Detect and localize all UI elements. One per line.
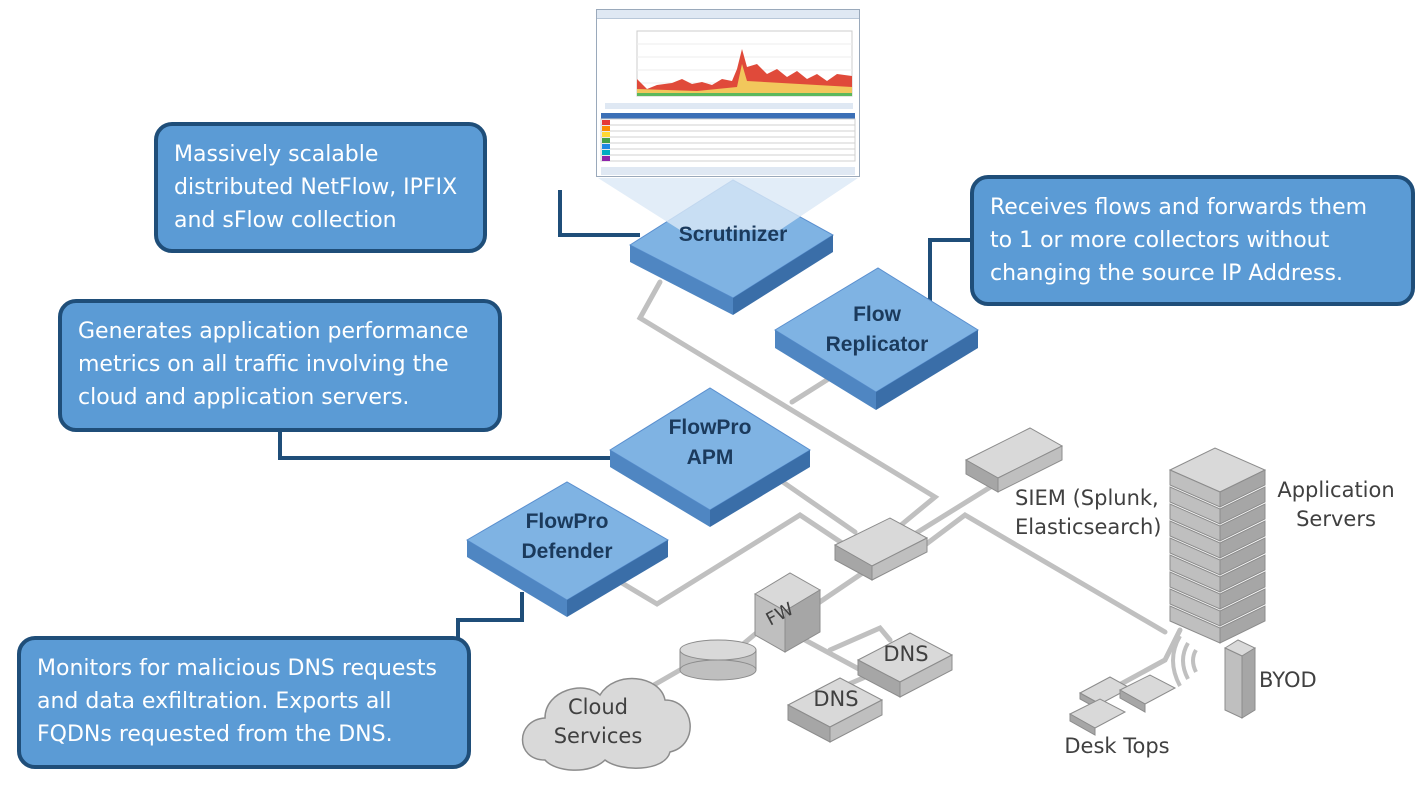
server-unit xyxy=(1219,554,1266,593)
link-apm-switch xyxy=(777,477,858,535)
link-switch-appservers xyxy=(922,512,1168,635)
cloud-services-label: Cloud Services xyxy=(553,695,643,748)
scrutinizer-connector xyxy=(558,190,640,237)
flowpro-defender-node xyxy=(466,481,669,617)
defender-callout: Monitors for malicious DNS requests and … xyxy=(17,636,471,769)
link-replicator-switch xyxy=(789,375,833,405)
link-desktops-appservers xyxy=(1107,627,1183,693)
server-unit xyxy=(1219,571,1266,610)
link-scrutinizer-switch xyxy=(636,279,940,533)
flowpro-defender-label: FlowPro Defender xyxy=(521,510,613,563)
application-servers-stack xyxy=(1168,447,1267,644)
server-unit xyxy=(1219,605,1266,644)
core-switch xyxy=(833,517,929,581)
byod-label: BYOD xyxy=(1259,668,1317,692)
defender-connector xyxy=(456,592,524,638)
flow-replicator-node xyxy=(774,267,979,410)
flowpro-apm-node xyxy=(609,387,811,527)
byod-device xyxy=(1223,639,1257,719)
wireless-icon xyxy=(1171,634,1198,687)
server-unit xyxy=(1219,588,1266,627)
scrutinizer-screenshot xyxy=(596,9,860,177)
flowpro-apm-label: FlowPro APM xyxy=(668,416,752,469)
desktop-icons xyxy=(1068,674,1177,736)
cloud-icon xyxy=(521,678,691,771)
screenshot-glow xyxy=(598,178,858,230)
apm-callout: Generates application performance metric… xyxy=(58,299,502,432)
link-defender-switch xyxy=(614,512,848,607)
screenshot-chart xyxy=(600,30,856,175)
application-servers-label: Application Servers xyxy=(1277,478,1395,531)
apm-connector xyxy=(278,430,612,460)
dns-box-2 xyxy=(786,677,884,743)
link-siem-switch xyxy=(902,475,1008,543)
server-unit xyxy=(1219,537,1266,576)
siem-label: SIEM (Splunk, Elasticsearch) xyxy=(1015,486,1162,539)
server-unit xyxy=(1219,486,1266,525)
link-fw-dns2 xyxy=(827,624,893,653)
firewall-device xyxy=(754,572,821,653)
desk-tops-label: Desk Tops xyxy=(1064,734,1170,758)
server-unit xyxy=(1219,469,1266,508)
server-unit xyxy=(1219,520,1266,559)
flow-replicator-label: Flow Replicator xyxy=(825,303,929,356)
database-icon xyxy=(679,639,757,681)
replicator-callout: Receives flows and forwards them to 1 or… xyxy=(970,175,1415,306)
screenshot-toolbar xyxy=(597,10,859,19)
dns-box-1 xyxy=(856,632,954,698)
siem-device xyxy=(964,427,1064,493)
scrutinizer-label: Scrutinizer xyxy=(678,223,788,246)
dns-label-1: DNS xyxy=(883,642,929,666)
dns-label-2: DNS xyxy=(813,687,859,711)
scrutinizer-callout: Massively scalable distributed NetFlow, … xyxy=(154,122,487,253)
server-unit xyxy=(1219,503,1266,542)
